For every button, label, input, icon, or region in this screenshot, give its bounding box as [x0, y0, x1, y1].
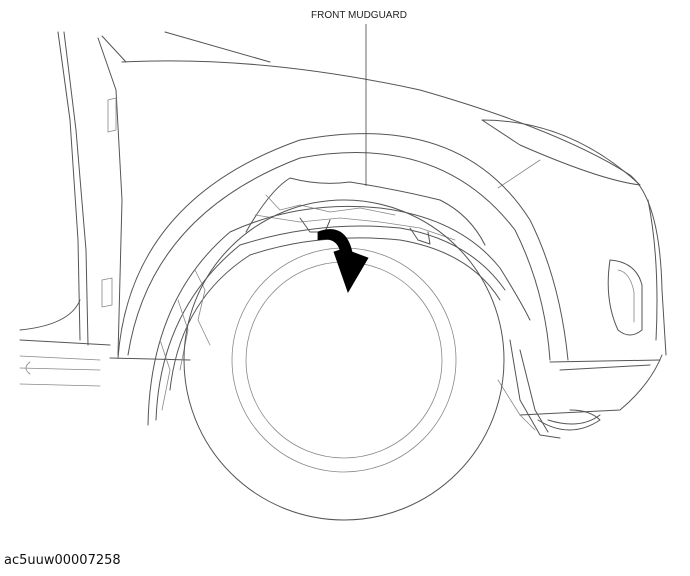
callout-label: FRONT MUDGUARD: [311, 10, 407, 21]
car-body: [19, 31, 667, 425]
removal-direction-arrow: [317, 229, 369, 293]
image-code: ac5uuw00007258: [4, 553, 121, 568]
front-mudguard: [147, 177, 601, 439]
